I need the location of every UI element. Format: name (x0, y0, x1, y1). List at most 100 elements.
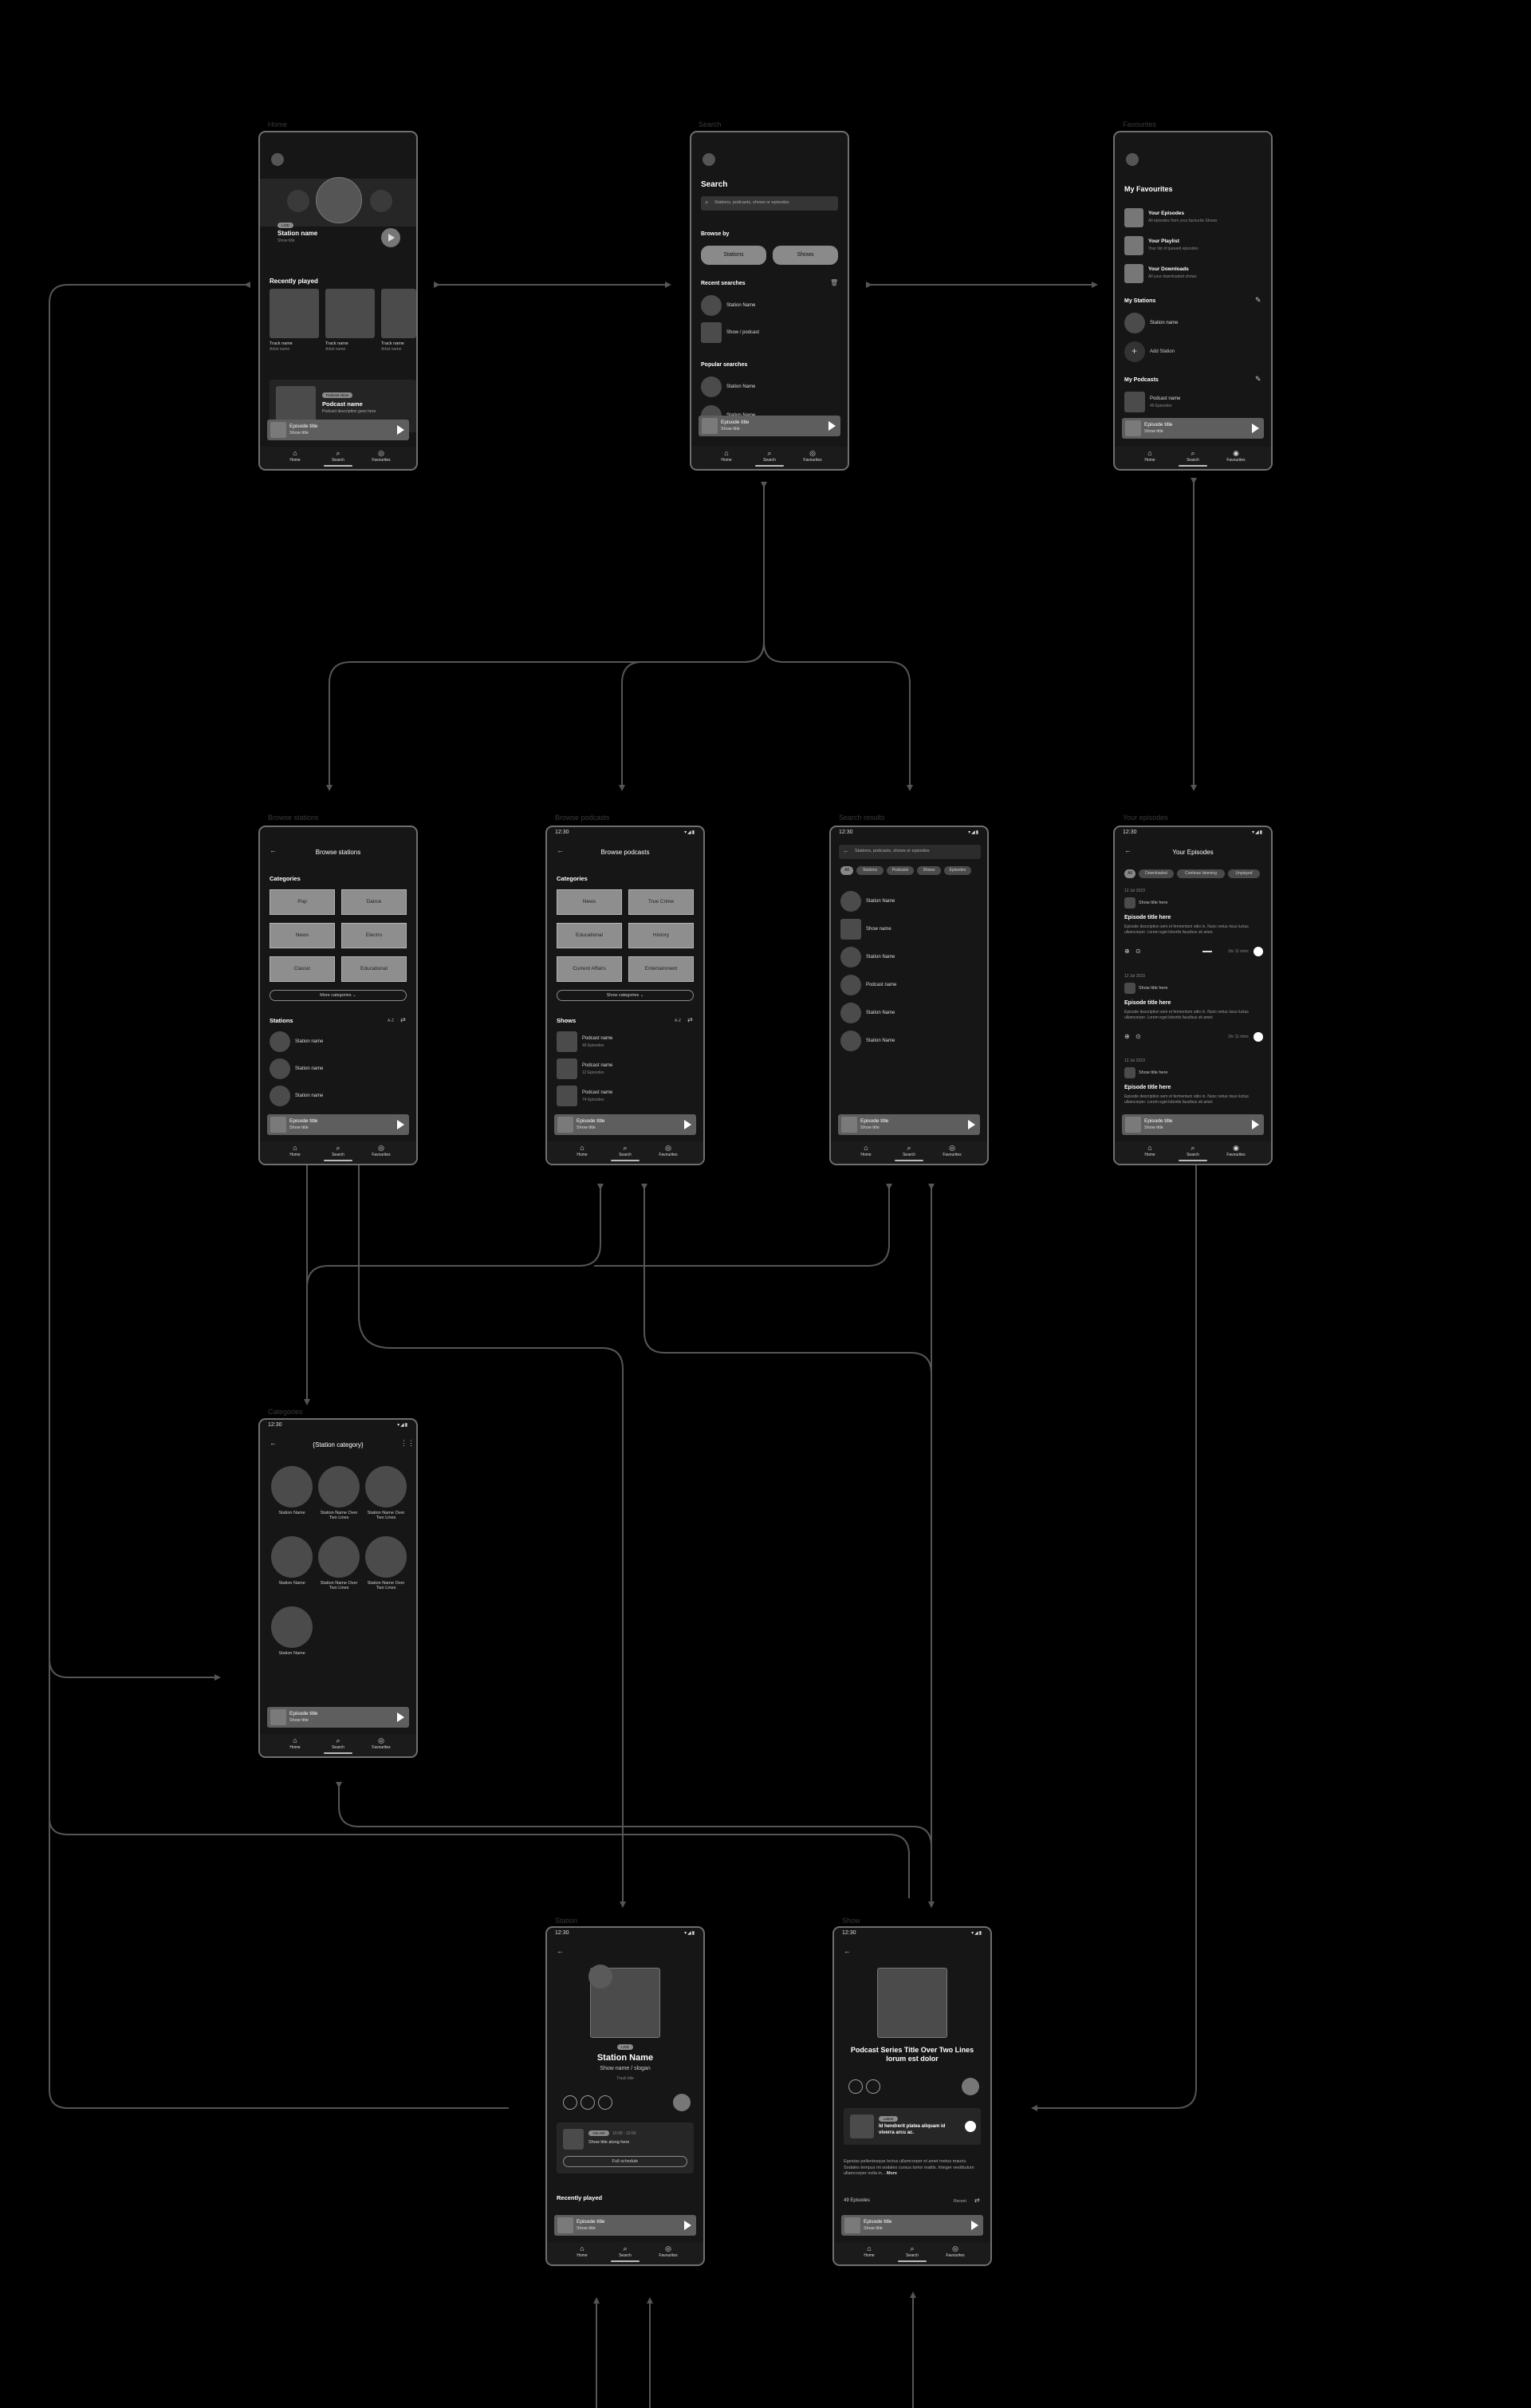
podcast-art[interactable] (557, 1058, 577, 1079)
share-icon[interactable] (866, 2079, 880, 2094)
station-list-item[interactable]: Station name (295, 1094, 324, 1098)
search-input[interactable]: ← Stations, podcasts, shows or episodes (839, 845, 981, 859)
result-art[interactable] (840, 891, 861, 912)
edit-icon[interactable]: ✎ (1255, 296, 1261, 304)
category-tile[interactable]: Classic (270, 956, 335, 982)
category-tile[interactable]: Educational (557, 923, 622, 948)
nav-favourites[interactable]: ◎Favourites (365, 1737, 397, 1751)
play-icon[interactable] (397, 1712, 404, 1722)
back-arrow-icon[interactable]: ← (1124, 846, 1132, 854)
station-art[interactable] (270, 1058, 290, 1079)
message-icon[interactable] (598, 2095, 612, 2110)
station-art[interactable] (271, 1466, 313, 1507)
station-art[interactable] (270, 1031, 290, 1052)
play-button[interactable] (673, 2094, 691, 2111)
result-art[interactable] (840, 1031, 861, 1051)
play-icon[interactable] (971, 2221, 978, 2230)
play-button[interactable] (1254, 947, 1263, 956)
play-button[interactable] (965, 2121, 976, 2132)
nav-home[interactable]: ⌂Home (279, 1737, 311, 1751)
nav-search[interactable]: ⌕Search (1177, 450, 1209, 463)
result-item[interactable]: Station Name (866, 955, 895, 960)
edit-icon[interactable]: ✎ (1255, 375, 1261, 383)
nav-favourites[interactable]: ◎Favourites (797, 450, 828, 463)
play-button[interactable] (381, 228, 400, 247)
sort-icon[interactable]: ⇄ (974, 2197, 980, 2204)
recent-item[interactable]: Station Name (726, 303, 756, 308)
download-icon[interactable]: ⊙ (1135, 948, 1141, 955)
more-categories-button[interactable]: More categories ⌄ (270, 990, 407, 1001)
category-tile[interactable]: Current Affairs (557, 956, 622, 982)
sort-icon[interactable]: ⇄ (687, 1016, 693, 1023)
result-item[interactable]: Podcast name (866, 983, 897, 987)
result-art[interactable] (840, 919, 861, 940)
settings-icon[interactable] (703, 153, 715, 166)
sort-label[interactable]: A-Z (675, 1019, 682, 1023)
popular-item[interactable]: Station Name (726, 384, 756, 389)
download-icon[interactable] (1124, 264, 1143, 283)
trash-icon[interactable]: 🗑 (830, 279, 839, 286)
episode-title[interactable]: Episode title here (1124, 1000, 1171, 1006)
add-icon[interactable]: ⊕ (1124, 948, 1130, 955)
play-icon[interactable] (968, 1120, 975, 1129)
popular-item-art[interactable] (701, 376, 722, 397)
category-tile[interactable]: Electro (341, 923, 407, 948)
play-icon[interactable] (684, 2221, 691, 2230)
nav-favourites[interactable]: ◎Favourites (365, 450, 397, 463)
category-tile[interactable]: Pop (270, 889, 335, 915)
category-tile[interactable]: True Crime (628, 889, 694, 915)
podcast-art[interactable] (557, 1031, 577, 1052)
show-art[interactable] (1124, 897, 1135, 908)
play-icon[interactable] (397, 425, 404, 435)
nav-home[interactable]: ⌂Home (566, 1145, 598, 1158)
filter-chip[interactable]: Downloaded (1139, 869, 1174, 878)
play-icon[interactable] (684, 1120, 691, 1129)
station-art[interactable] (365, 1536, 407, 1578)
play-button[interactable] (1254, 1032, 1263, 1042)
result-item[interactable]: Show name (866, 927, 891, 932)
back-arrow-icon[interactable]: ← (843, 847, 849, 854)
station-art[interactable] (365, 1466, 407, 1507)
back-arrow-icon[interactable]: ← (270, 1439, 277, 1447)
nav-home[interactable]: ⌂Home (279, 450, 311, 463)
share-icon[interactable] (581, 2095, 595, 2110)
add-station-button[interactable]: Add Station (1150, 349, 1175, 354)
episode-title[interactable]: Episode title here (1124, 915, 1171, 920)
grid-view-icon[interactable]: ⋮⋮ (400, 1439, 415, 1447)
nav-home[interactable]: ⌂Home (1134, 1145, 1166, 1158)
station-art[interactable] (270, 1086, 290, 1106)
track-art[interactable] (381, 289, 416, 338)
filter-chip[interactable]: Stations (856, 866, 884, 875)
settings-icon[interactable] (1126, 153, 1139, 166)
nav-search[interactable]: ⌕Search (754, 450, 785, 463)
result-item[interactable]: Station Name (866, 1011, 895, 1015)
play-icon[interactable] (1252, 1120, 1259, 1129)
episode-title[interactable]: Episode title here (1124, 1085, 1171, 1090)
nav-favourites[interactable]: ◎Favourites (652, 2245, 684, 2259)
category-tile[interactable]: News (270, 923, 335, 948)
category-tile[interactable]: Dance (341, 889, 407, 915)
episodes-icon[interactable] (1124, 208, 1143, 227)
filter-chip[interactable]: Podcasts (887, 866, 914, 875)
station-art[interactable] (271, 1606, 313, 1648)
add-icon[interactable]: ⊕ (1124, 1033, 1130, 1040)
nav-favourites[interactable]: ◎Favourites (652, 1145, 684, 1158)
nav-home[interactable]: ⌂Home (566, 2245, 598, 2259)
nav-home[interactable]: ⌂Home (710, 450, 742, 463)
browse-stations-button[interactable]: Stations (701, 246, 766, 265)
station-list-item[interactable]: Station name (295, 1066, 324, 1071)
nav-favourites[interactable]: ◎Favourites (939, 2245, 971, 2259)
filter-chip[interactable]: Episodes (944, 866, 971, 875)
sort-label[interactable]: A-Z (388, 1019, 395, 1023)
result-item[interactable]: Station Name (866, 1038, 895, 1043)
filter-chip[interactable]: Shows (917, 866, 941, 875)
filter-chip[interactable]: Unplayed (1228, 869, 1260, 878)
nav-home[interactable]: ⌂Home (1134, 450, 1166, 463)
filter-chip-all[interactable]: All (1124, 869, 1135, 878)
category-tile[interactable]: Entertainment (628, 956, 694, 982)
